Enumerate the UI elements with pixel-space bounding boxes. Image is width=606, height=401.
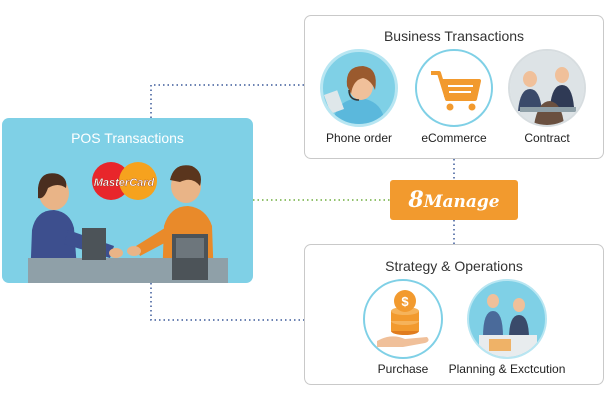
svg-text:$: $ [401,294,409,309]
business-meeting-icon [508,49,586,127]
contract-label: Contract [524,131,570,145]
strategy-title: Strategy & Operations [385,258,523,274]
business-transactions-box: Business Transactions Phone order eComme… [304,15,604,159]
phone-order-label: Phone order [325,131,393,145]
svg-text:MasterCard: MasterCard [94,177,155,189]
shopping-cart-icon [415,49,493,127]
connector-pos-to-business [150,84,304,118]
mastercard-logo-icon: MasterCard [92,162,157,200]
terminal-left-icon [82,228,106,260]
pos-illustration: MasterCard [28,162,228,283]
strategy-operations-box: Strategy & Operations $ Purchase Plannin… [304,244,604,385]
ecommerce-label: eCommerce [421,131,487,145]
brand-number: 8 [408,187,424,213]
pos-transactions-panel: POS Transactions MasterCard [2,118,253,283]
planning-execution-label: Planning & Exctcution [448,362,566,376]
purchase-label: Purchase [377,362,429,376]
phone-operator-icon [320,49,398,127]
pos-title: POS Transactions [71,130,184,146]
coins-in-hand-icon: $ [363,279,443,359]
brand-logo: 8Manage [390,180,518,220]
business-title: Business Transactions [383,28,525,44]
planning-team-icon [467,279,547,359]
brand-word: Manage [423,192,500,212]
connector-pos-to-strategy [150,283,304,321]
